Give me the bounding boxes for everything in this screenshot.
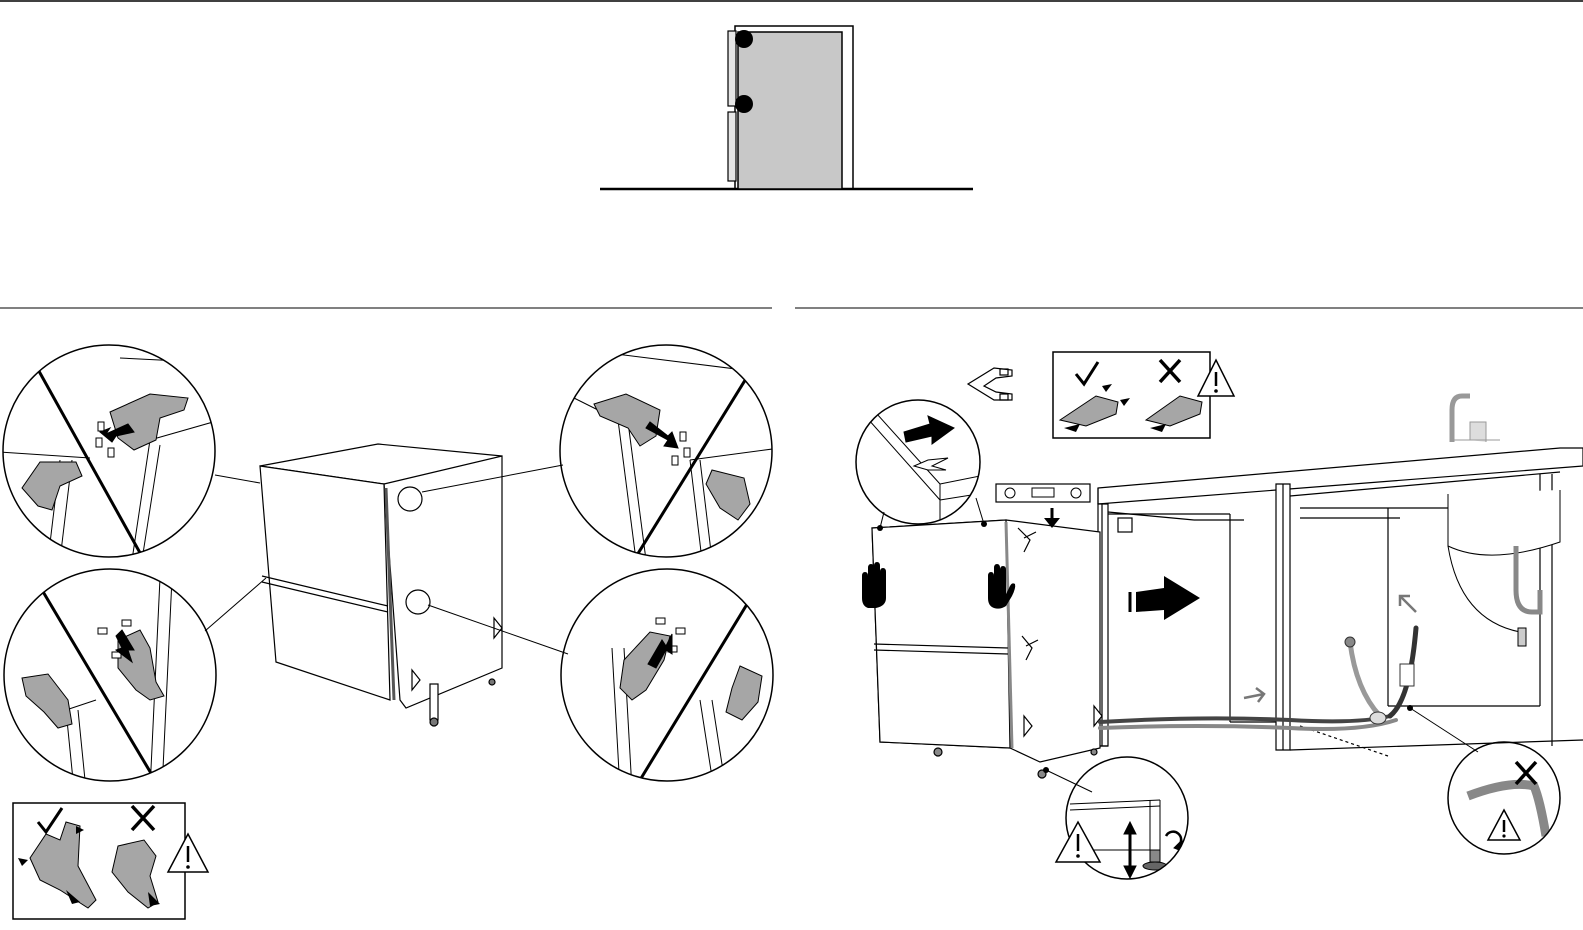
- appliance-body: [260, 444, 502, 726]
- appliance-front: [872, 520, 1102, 778]
- detail-bottom-left-hinge: [4, 569, 216, 790]
- push-direction-arrow: [1130, 576, 1200, 620]
- detail-top-edge: [856, 400, 990, 531]
- detail-adjustable-foot: [1043, 757, 1188, 879]
- sink-and-faucet: [1448, 396, 1560, 646]
- appliance-installation-figure: [856, 352, 1583, 879]
- hinge-point-lower: [735, 95, 753, 113]
- detail-kinked-hose: [1407, 705, 1560, 854]
- hoses: [1100, 628, 1416, 729]
- hinge-plate-upper: [728, 31, 736, 106]
- detail-bottom-right-hinge: [561, 569, 773, 790]
- detail-top-right-hinge: [560, 345, 780, 560]
- strap-correct-incorrect-box: [1053, 352, 1234, 438]
- door-hinge-figure: [600, 26, 973, 189]
- hinge-plate-lower: [728, 112, 736, 181]
- detail-top-left-hinge: [0, 345, 220, 560]
- warning-triangle-icon: [1488, 810, 1520, 840]
- hinge-point-upper: [735, 30, 753, 48]
- hinge-adjustment-figure: [0, 345, 780, 919]
- hinge-correct-incorrect-box: [13, 803, 208, 919]
- warning-triangle-icon: [1056, 822, 1100, 862]
- door-panel: [738, 32, 842, 189]
- hose-direction-arrows: [1244, 596, 1416, 702]
- fixing-clip: [968, 368, 1012, 400]
